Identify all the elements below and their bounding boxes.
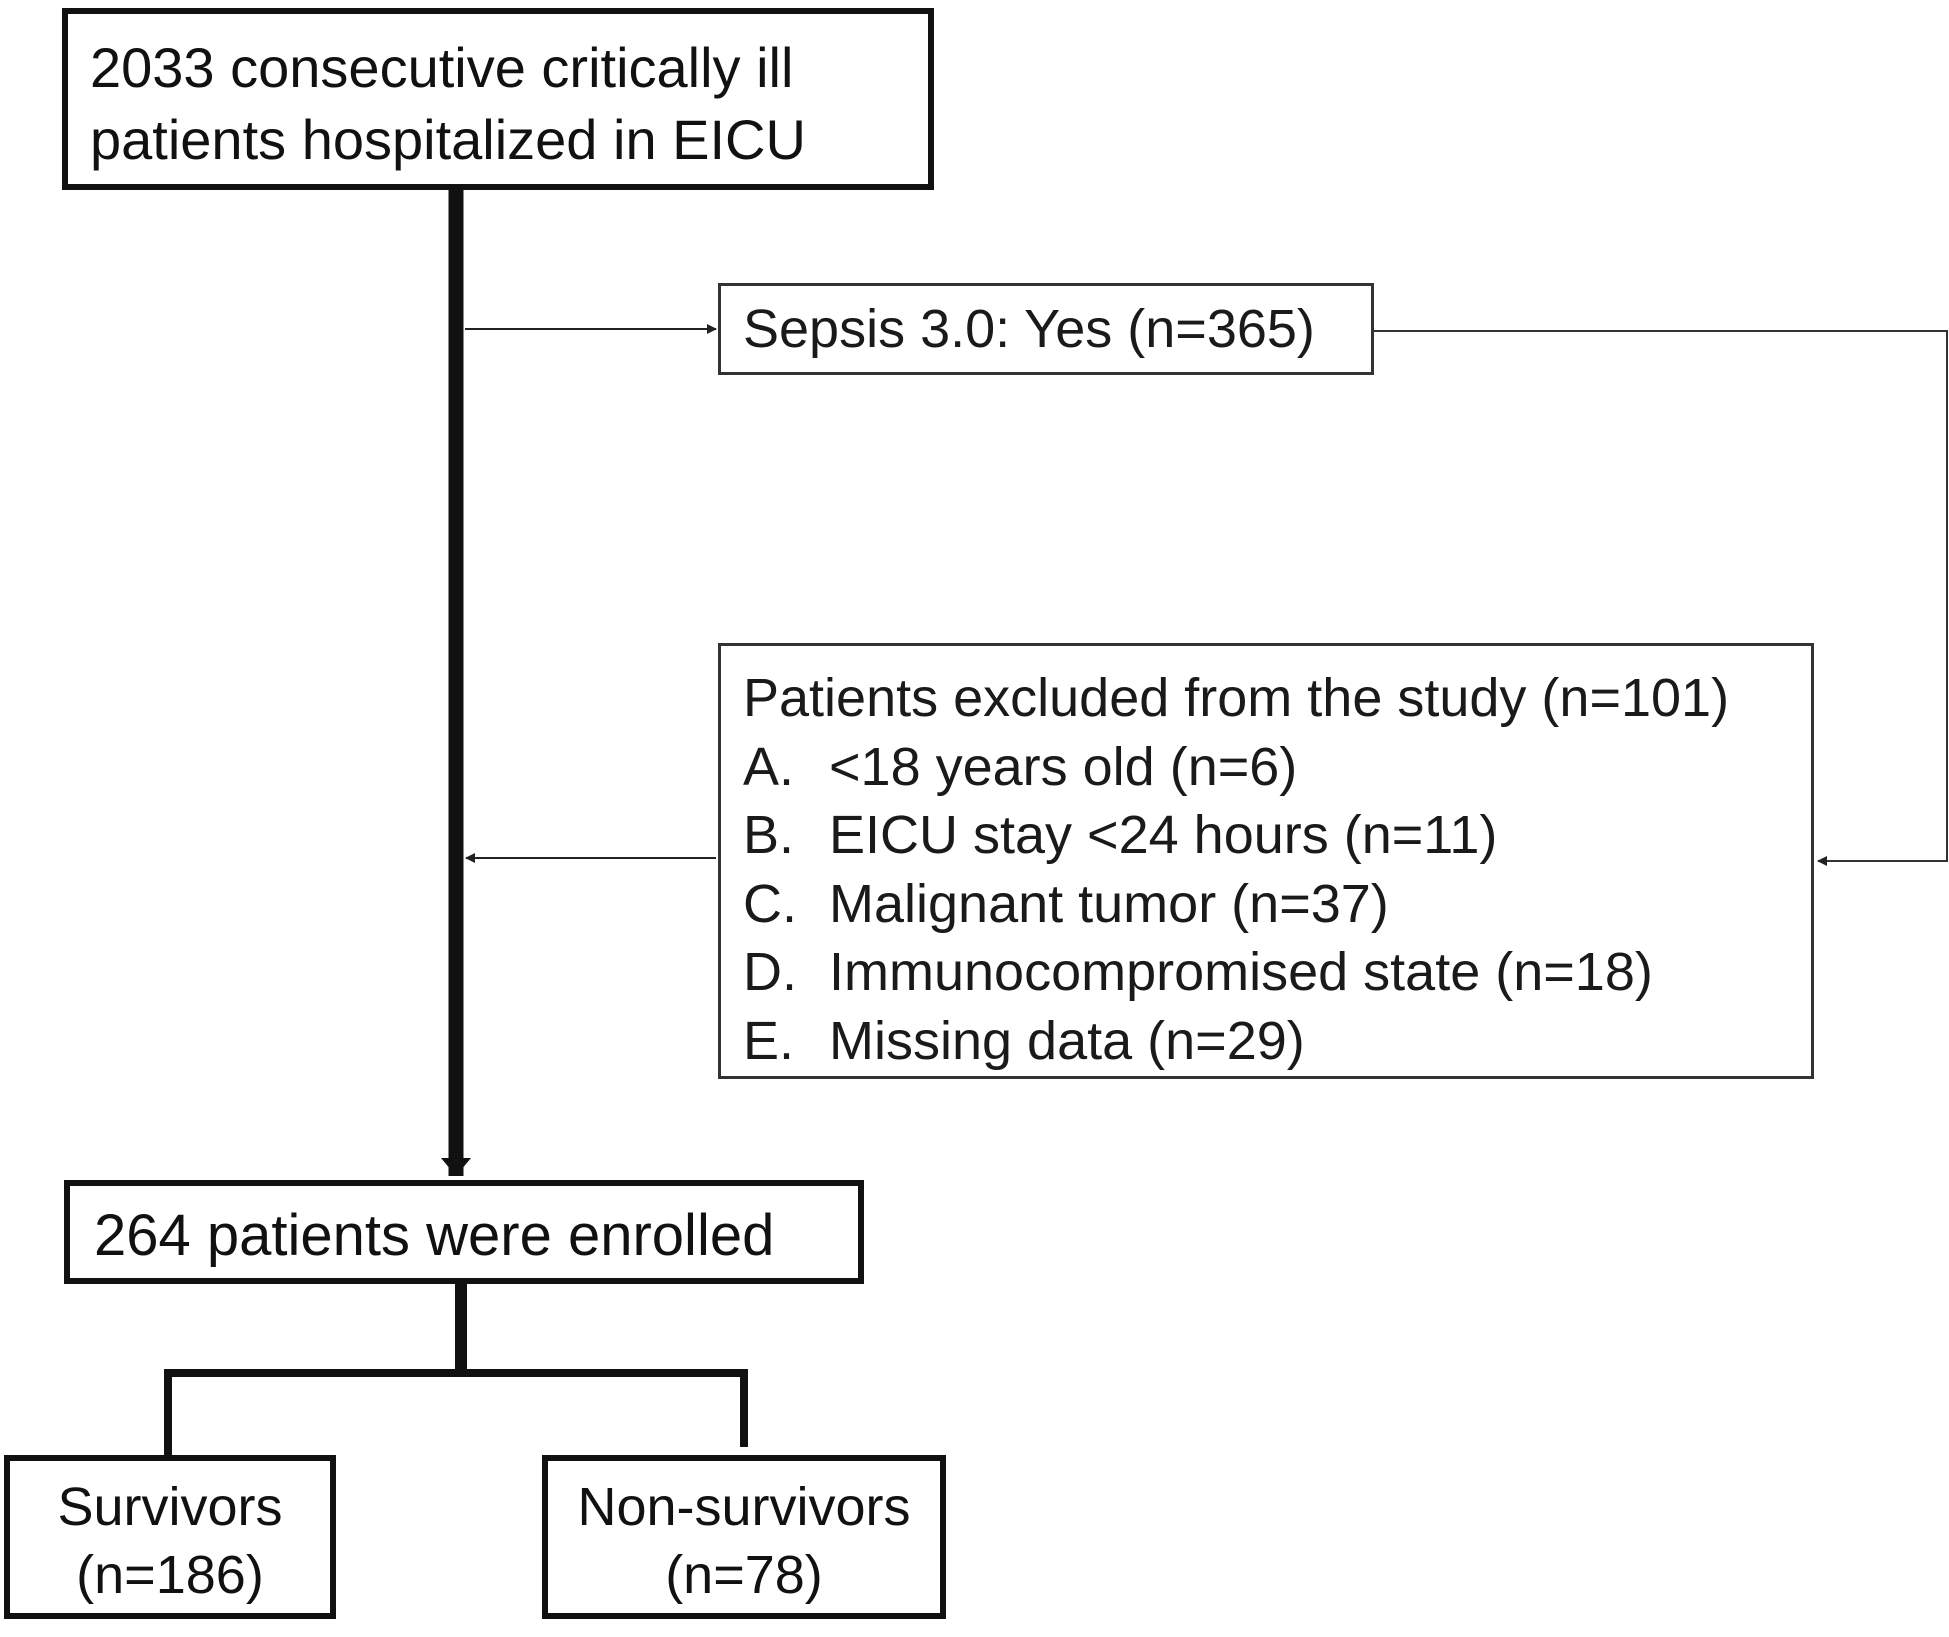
exclusion-item-text: <18 years old (n=6) (829, 736, 1298, 797)
exclusion-item-letter: D. (743, 942, 797, 1002)
sepsis-box: Sepsis 3.0: Yes (n=365) (718, 283, 1374, 375)
survivors-label: Survivors (57, 1477, 283, 1537)
exclusion-item-letter: E. (743, 1010, 795, 1071)
exclusion-item: D. Immunocompromised state (n=18) (743, 938, 1811, 1007)
exclusion-item-text: EICU stay <24 hours (n=11) (829, 805, 1498, 865)
exclusion-item: A. <18 years old (n=6) (743, 733, 1811, 802)
exclusion-item-letter: C. (743, 873, 797, 934)
initial-population-line2: patients hospitalized in EICU (90, 108, 806, 171)
nonsurvivors-label: Non-survivors (577, 1477, 911, 1537)
exclusion-box: Patients excluded from the study (n=101)… (718, 643, 1814, 1079)
exclusion-item: B. EICU stay <24 hours (n=11) (743, 801, 1811, 870)
enrolled-label: 264 patients were enrolled (94, 1203, 775, 1268)
nonsurvivors-count: (n=78) (665, 1545, 823, 1605)
sepsis-to-exclusion-connector (1374, 330, 1948, 866)
exclusion-item-text: Malignant tumor (n=37) (829, 873, 1389, 934)
exclusion-item-letter: A. (743, 736, 795, 797)
exclusion-item-letter: B. (743, 805, 795, 865)
survivors-count: (n=186) (76, 1545, 264, 1605)
exclusion-item-text: Immunocompromised state (n=18) (829, 942, 1653, 1002)
exclusion-item: E. Missing data (n=29) (743, 1007, 1811, 1076)
exclusion-item-text: Missing data (n=29) (829, 1010, 1305, 1071)
enrolled-box: 264 patients were enrolled (64, 1180, 864, 1284)
exclusion-item: C. Malignant tumor (n=37) (743, 870, 1811, 939)
initial-population-line1: 2033 consecutive critically ill (90, 36, 794, 99)
sepsis-label: Sepsis 3.0: Yes (n=365) (743, 299, 1315, 359)
initial-population-box: 2033 consecutive critically ill patients… (62, 8, 934, 190)
survivors-box: Survivors (n=186) (4, 1455, 336, 1619)
exclusion-title: Patients excluded from the study (n=101) (743, 668, 1730, 728)
nonsurvivors-box: Non-survivors (n=78) (542, 1455, 946, 1619)
